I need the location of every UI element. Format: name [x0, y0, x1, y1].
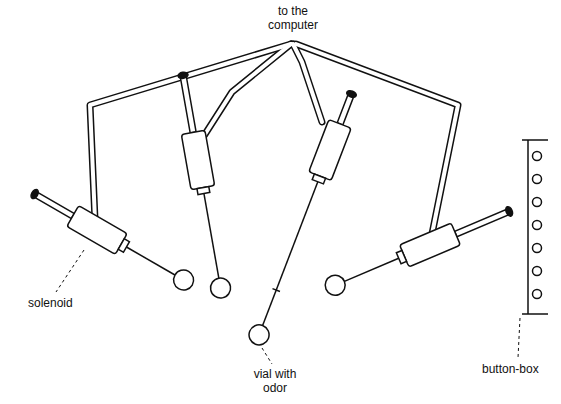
cable-inner [90, 44, 458, 234]
cable-label: to the computer [262, 4, 324, 32]
solenoid-assembly [321, 199, 516, 300]
part-label: button-box [482, 362, 539, 376]
leader-lines [56, 250, 520, 364]
solenoid-assembly [244, 87, 364, 349]
part-label: solenoid [28, 296, 73, 310]
part-label: vial with odor [244, 367, 306, 395]
solenoid-assembly [26, 182, 198, 295]
solenoid-assembly [171, 70, 234, 300]
button-box [522, 140, 548, 314]
cable-outer [90, 44, 458, 234]
